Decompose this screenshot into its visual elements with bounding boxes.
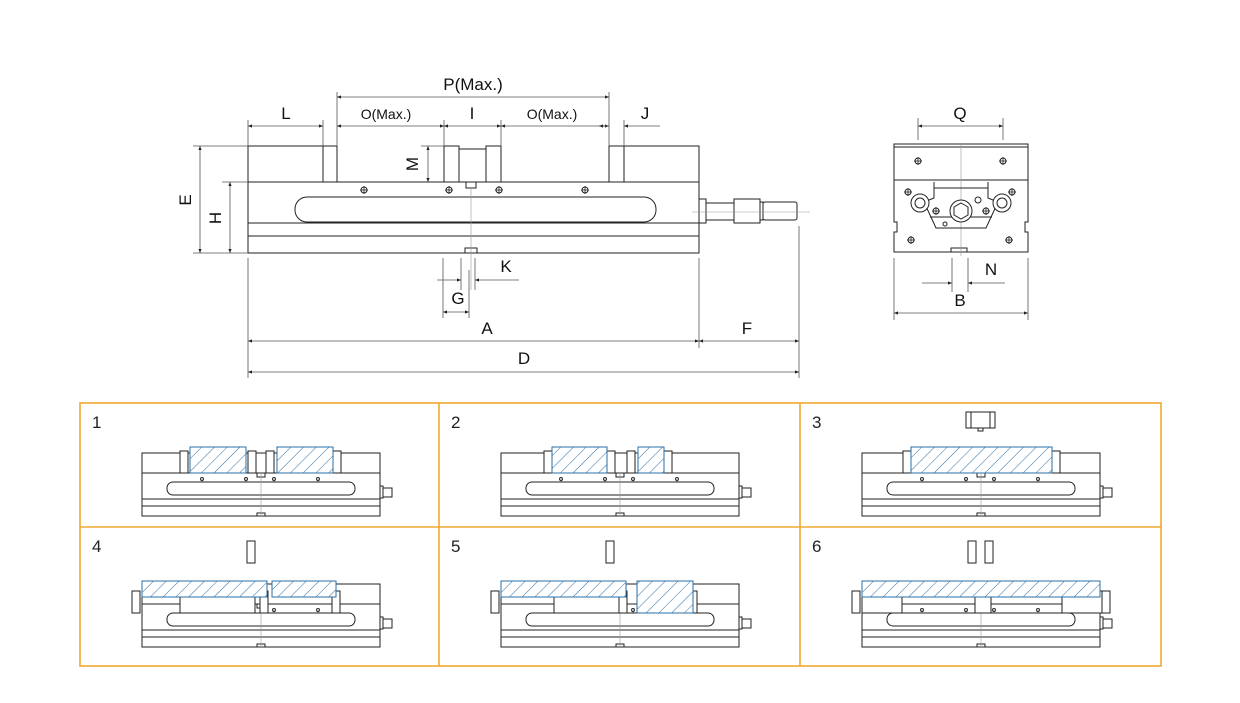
mini-jaw-rail xyxy=(141,452,381,474)
body-slot xyxy=(294,196,657,223)
configuration-cell-2: 2 xyxy=(451,413,752,517)
base xyxy=(247,235,700,254)
workpiece-hatched xyxy=(861,580,1101,598)
center-jaw-body xyxy=(458,148,487,183)
dim-label-O-right: O(Max.) xyxy=(527,106,578,122)
mini-spindle xyxy=(1102,487,1113,498)
dim-label-N: N xyxy=(985,260,997,279)
right-jaw-plate xyxy=(608,145,625,183)
extra-jaw-plate xyxy=(605,540,615,564)
right-fixed-jaw xyxy=(623,145,700,183)
mini-spindle xyxy=(741,618,752,629)
dim-label-E: E xyxy=(176,194,195,205)
workpiece-hatched xyxy=(189,446,247,474)
mini-jaw xyxy=(265,450,275,474)
vise-body xyxy=(247,181,700,224)
configuration-number: 1 xyxy=(92,413,101,432)
center-jaw-left-plate xyxy=(443,145,460,183)
configuration-number: 4 xyxy=(92,537,101,556)
front-view: P(Max.) O(Max.) I O(Max.) L J M E H xyxy=(176,75,810,378)
configuration-cell-1: 1 xyxy=(92,413,393,517)
dim-label-G: G xyxy=(451,289,464,308)
mini-jaw xyxy=(606,450,616,474)
workpiece-hatched xyxy=(636,580,694,614)
dim-label-A: A xyxy=(481,319,493,338)
workpiece-hatched xyxy=(551,446,608,474)
workpiece-hatched xyxy=(637,446,665,474)
workpiece-hatched xyxy=(910,446,1053,474)
mini-jaw xyxy=(543,450,553,474)
mini-jaw xyxy=(490,590,500,614)
spindle-nut xyxy=(733,198,761,224)
workpiece-hatched xyxy=(276,446,334,474)
spindle-shaft xyxy=(705,202,735,221)
spindle-collar xyxy=(698,198,707,224)
configuration-cell-4: 4 xyxy=(92,537,393,648)
extra-center-jaw xyxy=(965,411,996,429)
mini-jaw xyxy=(1051,450,1061,474)
dim-label-Q: Q xyxy=(953,104,966,123)
side-view: Q N B xyxy=(893,104,1029,320)
mini-jaw xyxy=(902,450,912,474)
dim-label-H: H xyxy=(206,212,225,224)
dim-label-F: F xyxy=(742,319,752,338)
dim-label-P: P(Max.) xyxy=(443,75,503,94)
workpiece-hatched xyxy=(141,580,268,598)
workpiece-hatched xyxy=(271,580,337,598)
mini-spindle xyxy=(741,487,752,498)
mini-spindle xyxy=(382,618,393,629)
extra-jaw-plate xyxy=(967,540,977,564)
mini-jaw xyxy=(1101,590,1111,614)
configuration-number: 5 xyxy=(451,537,460,556)
mini-jaw xyxy=(851,590,861,614)
configuration-grid xyxy=(79,402,1162,667)
extra-jaw-plate xyxy=(246,540,256,564)
mini-spindle xyxy=(382,487,393,498)
configuration-number: 3 xyxy=(812,413,821,432)
left-fixed-jaw xyxy=(247,145,324,183)
extra-jaw-plate xyxy=(984,540,994,564)
mini-jaw xyxy=(663,450,673,474)
configuration-cell-6: 6 xyxy=(812,537,1113,648)
mini-jaw xyxy=(626,450,636,474)
mini-jaw-rail xyxy=(500,452,740,474)
dim-label-L: L xyxy=(281,104,290,123)
dim-label-D: D xyxy=(518,349,530,368)
base-rail xyxy=(247,222,700,237)
mini-jaw xyxy=(179,450,189,474)
dim-label-O-left: O(Max.) xyxy=(361,106,412,122)
mini-jaw xyxy=(332,450,342,474)
mini-jaw xyxy=(131,590,141,614)
dim-label-B: B xyxy=(954,291,965,310)
mini-spindle xyxy=(1102,618,1113,629)
center-jaw-right-plate xyxy=(485,145,502,183)
dim-label-I: I xyxy=(470,104,475,123)
spindle-square-end xyxy=(762,201,798,221)
configuration-cell-5: 5 xyxy=(451,537,752,648)
dim-label-M: M xyxy=(403,157,422,171)
left-jaw-plate xyxy=(322,145,338,183)
mini-jaw xyxy=(247,450,257,474)
workpiece-hatched xyxy=(500,580,627,598)
dim-label-J: J xyxy=(641,104,650,123)
configuration-cell-3: 3 xyxy=(812,411,1113,517)
configuration-number: 6 xyxy=(812,537,821,556)
dim-label-K: K xyxy=(500,257,512,276)
configuration-number: 2 xyxy=(451,413,460,432)
